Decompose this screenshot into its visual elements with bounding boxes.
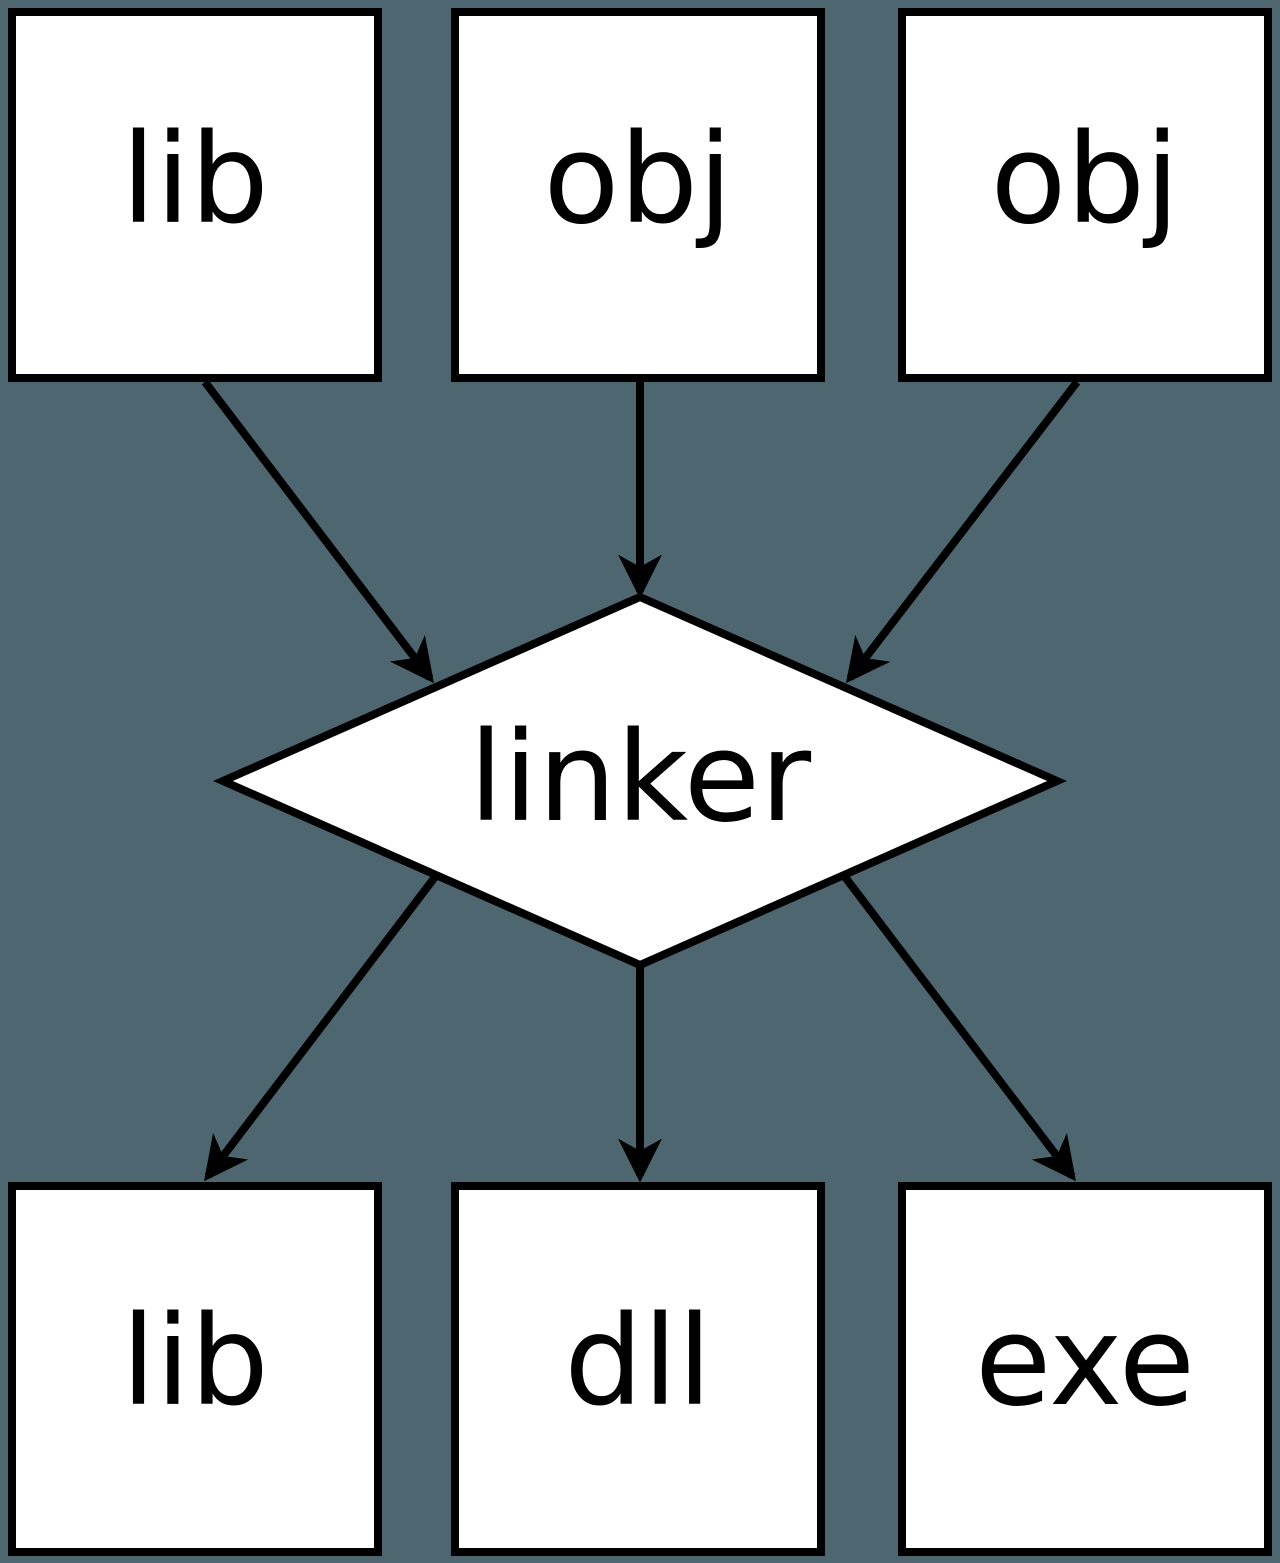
node-bottom-left-lib-box	[8, 1182, 382, 1556]
node-bottom-right-exe: exe	[898, 1182, 1272, 1556]
node-bottom-middle-dll-box	[451, 1182, 825, 1556]
node-bottom-right-exe-label: exe	[975, 1290, 1195, 1434]
node-top-left-lib-label: lib	[121, 108, 269, 252]
node-top-left-lib-box	[8, 8, 382, 382]
edge-linker-to-bottom-lib	[204, 874, 439, 1182]
node-bottom-left-lib: lib	[8, 1182, 382, 1556]
node-bottom-middle-dll: dll	[451, 1182, 825, 1556]
node-top-left-lib: lib	[8, 8, 382, 382]
node-top-middle-obj: obj	[451, 8, 825, 382]
edge-linker-to-exe	[841, 874, 1076, 1182]
node-top-right-obj-label: obj	[990, 108, 1179, 252]
node-top-middle-obj-box	[451, 8, 825, 382]
node-bottom-right-exe-box	[898, 1182, 1272, 1556]
node-linker: linker	[213, 592, 1067, 970]
edge-top-lib-to-linker	[201, 379, 434, 684]
node-top-middle-obj-label: obj	[543, 108, 732, 252]
node-bottom-middle-dll-label: dll	[564, 1290, 712, 1434]
node-top-right-obj: obj	[898, 8, 1272, 382]
edge-top-right-obj-to-linker	[845, 379, 1081, 684]
node-top-right-obj-box	[898, 8, 1272, 382]
node-linker-diamond	[213, 592, 1067, 970]
node-bottom-left-lib-label: lib	[121, 1290, 269, 1434]
node-linker-label: linker	[469, 706, 811, 850]
